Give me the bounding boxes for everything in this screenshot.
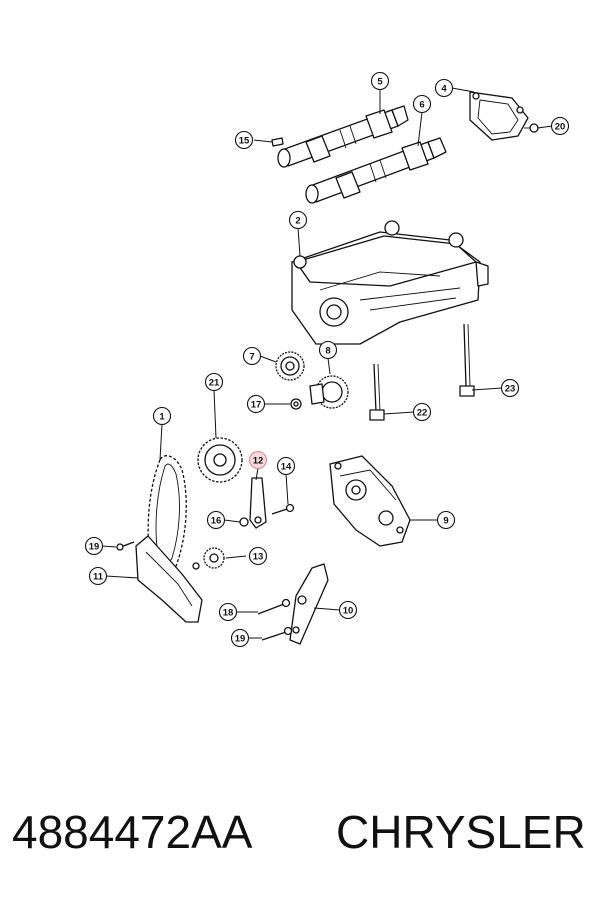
callout-circle: [288, 210, 308, 230]
nut-16: [239, 517, 249, 527]
callout-4: 4: [434, 78, 454, 98]
callout-number: 14: [281, 461, 292, 472]
callout-6: 6: [412, 94, 432, 114]
callout-number: 23: [505, 383, 516, 394]
callout-8: 8: [318, 340, 338, 360]
callout-16: 16: [206, 510, 226, 530]
sprocket-13: [192, 547, 225, 570]
callout-number: 18: [223, 607, 234, 618]
callout-number: 7: [249, 351, 254, 362]
callout-circle: [248, 450, 268, 470]
callout-circle: [338, 600, 358, 620]
callout-number: 21: [209, 377, 220, 388]
callout-circle: [248, 546, 268, 566]
callout-number: 22: [417, 407, 428, 418]
balance-shaft-carrier-2: [291, 220, 489, 345]
callout-circle: [218, 602, 238, 622]
callout-number: 9: [443, 515, 448, 526]
callout-21: 21: [204, 372, 224, 392]
callout-14: 14: [276, 456, 296, 476]
callout-number: 6: [419, 99, 424, 110]
callout-number: 19: [235, 633, 246, 644]
tensioner-bracket-10: [289, 563, 329, 645]
callout-circle: [234, 130, 254, 150]
balance-shaft-6: [305, 137, 447, 204]
callout-number: 11: [93, 571, 104, 582]
chain-guide-11: [135, 535, 203, 623]
callout-circle: [370, 71, 390, 91]
callout-23: 23: [500, 378, 520, 398]
bolt-19-upper: [116, 541, 135, 551]
callout-13: 13: [248, 546, 268, 566]
callout-circle: [206, 510, 226, 530]
callout-number: 19: [89, 541, 100, 552]
bolt-14: [271, 503, 295, 515]
callout-circle: [152, 406, 172, 426]
callout-22: 22: [412, 402, 432, 422]
callout-number: 2: [295, 215, 300, 226]
callout-number: 16: [211, 515, 222, 526]
callout-number: 20: [555, 121, 566, 132]
balance-shaft-cover-4: [469, 91, 529, 141]
callout-number: 8: [325, 345, 330, 356]
brand-name-text: CHRYSLER: [336, 806, 586, 858]
callout-2: 2: [288, 210, 308, 230]
callout-17: 17: [246, 394, 266, 414]
callout-18: 18: [218, 602, 238, 622]
callout-number: 1: [159, 411, 165, 422]
callout-11: 11: [88, 566, 108, 586]
bolt-19-lower: [261, 626, 293, 641]
callout-9: 9: [436, 510, 456, 530]
callout-circle: [88, 566, 108, 586]
callout-circle: [246, 394, 266, 414]
callout-circle: [318, 340, 338, 360]
callout-circle: [412, 402, 432, 422]
callout-number: 17: [251, 399, 262, 410]
callout-circle: [412, 94, 432, 114]
callout-number: 10: [343, 605, 354, 616]
callout-number: 12: [253, 455, 264, 466]
callout-circle: [204, 372, 224, 392]
gear-8: [309, 375, 349, 409]
callout-circle: [434, 78, 454, 98]
callout-circle: [550, 116, 570, 136]
caption-bar: 4884472AA CHRYSLER: [0, 792, 600, 872]
callout-12: 12: [248, 450, 268, 470]
leader-lines: [101, 87, 553, 639]
callout-circle: [500, 378, 520, 398]
crankshaft-sprocket-21: [197, 437, 243, 483]
callout-circle: [242, 346, 262, 366]
bolt-18: [257, 598, 291, 615]
callout-5: 5: [370, 71, 390, 91]
callout-15: 15: [234, 130, 254, 150]
callout-circle: [436, 510, 456, 530]
callout-1: 1: [152, 406, 172, 426]
callout-20: 20: [550, 116, 570, 136]
woodruff-key-15: [271, 137, 284, 147]
callout-19: 19: [230, 628, 250, 648]
bolt-23: [459, 323, 475, 397]
timing-chain-1: [147, 455, 187, 574]
callout-circle: [84, 536, 104, 556]
callout-circle: [276, 456, 296, 476]
balance-shaft-5: [277, 105, 409, 168]
callout-number: 4: [441, 83, 447, 94]
callout-number: 5: [377, 76, 383, 87]
callout-number: 15: [239, 135, 250, 146]
callout-10: 10: [338, 600, 358, 620]
callout-19: 19: [84, 536, 104, 556]
chain-tensioner-12: [249, 477, 267, 529]
oil-pump-9: [329, 455, 411, 547]
callout-circle: [230, 628, 250, 648]
bolt-22: [369, 363, 385, 421]
washer-bolt-17: [290, 398, 302, 410]
part-number-text: 4884472AA: [12, 806, 253, 858]
bolt-20: [524, 123, 539, 133]
callout-7: 7: [242, 346, 262, 366]
callout-number: 13: [253, 551, 264, 562]
gear-7: [275, 351, 305, 381]
